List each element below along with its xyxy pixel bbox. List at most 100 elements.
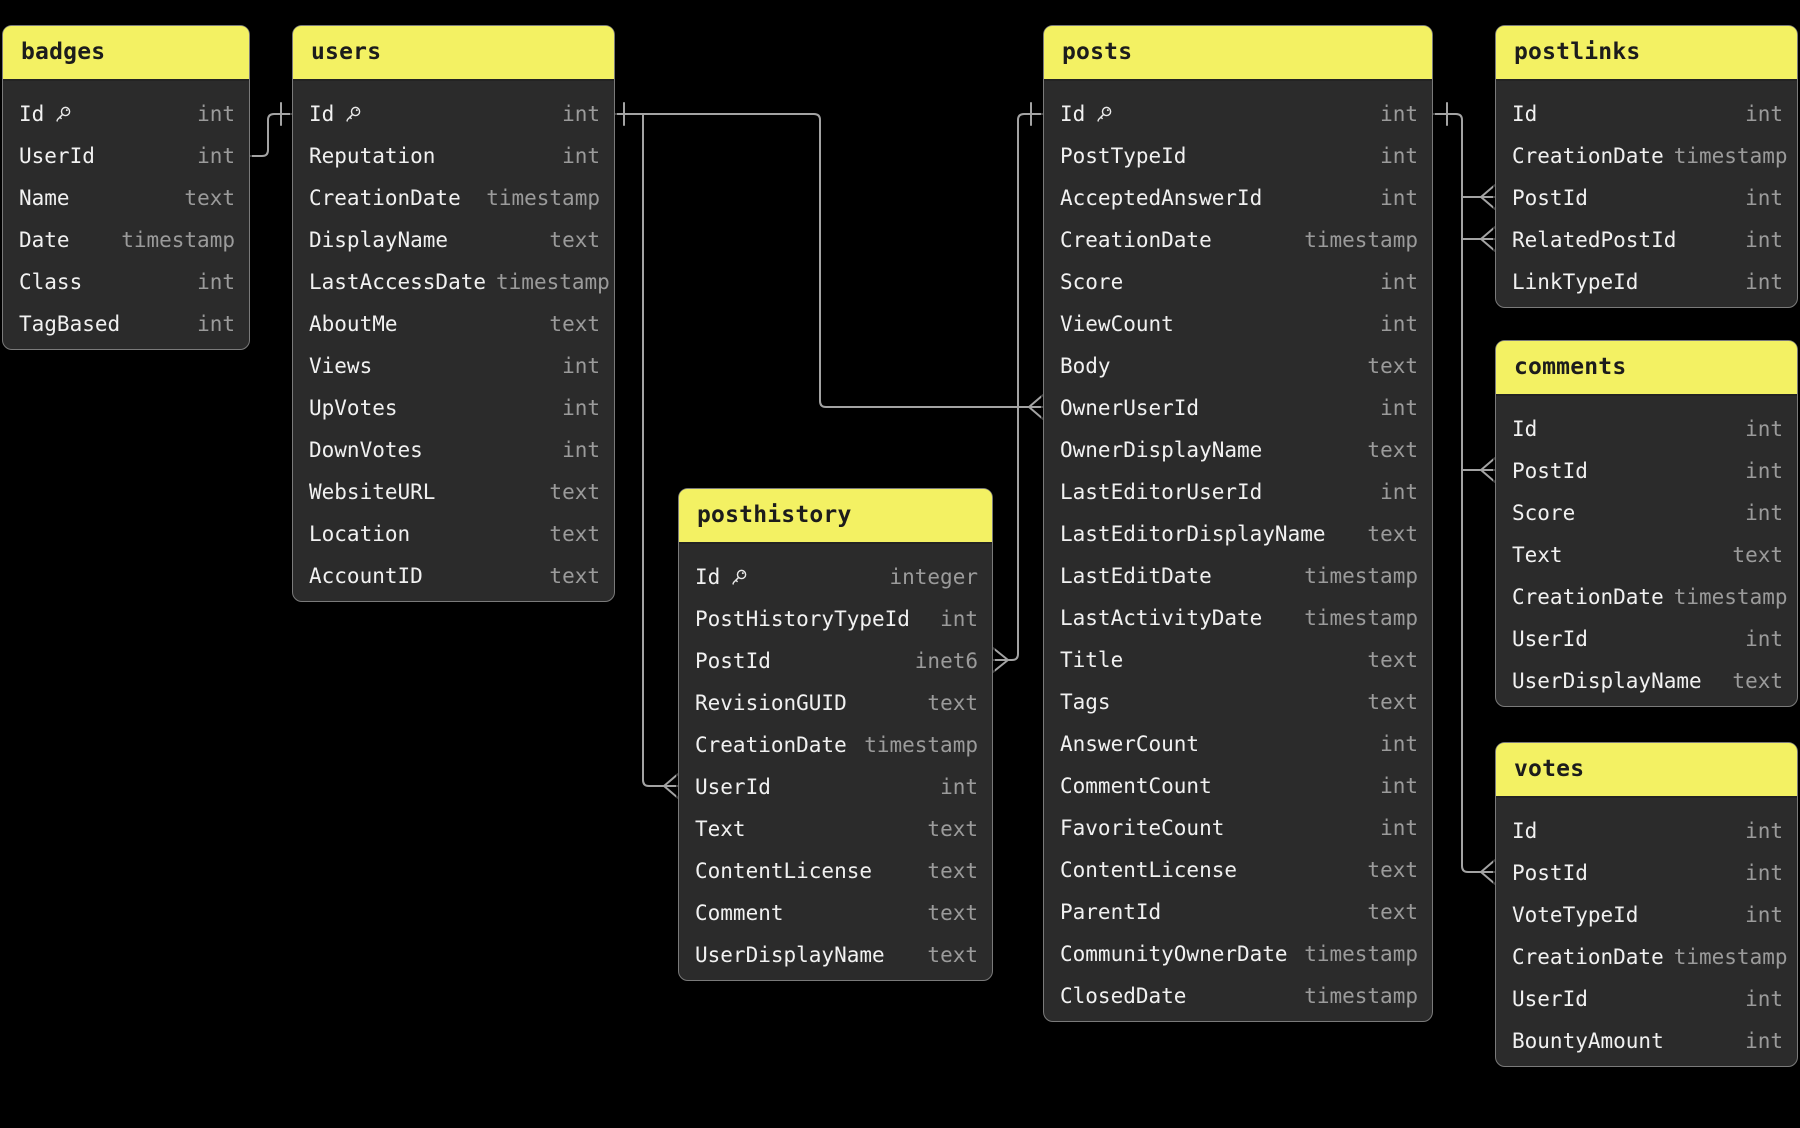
field-type: int [197,270,235,294]
field-row: AboutMe text [293,303,614,345]
field-name: LastActivityDate [1060,606,1263,630]
field-row: LastEditorDisplayName text [1044,513,1432,555]
field-row: VoteTypeId int [1496,894,1797,936]
field-name: WebsiteURL [309,480,436,504]
table-comments[interactable]: comments Id int PostId int Score int Tex… [1495,340,1798,707]
field-row: Id int [1496,810,1797,852]
field-name: OwnerUserId [1060,396,1200,420]
field-name: FavoriteCount [1060,816,1225,840]
field-name: LastAccessDate [309,270,487,294]
relationship-posts-votes [1480,859,1496,885]
field-type: int [1745,270,1783,294]
table-header: posts [1044,26,1432,81]
crow-foot-many [1480,457,1496,483]
field-type: int [1745,627,1783,651]
field-type: text [1367,690,1418,714]
field-row: PostId int [1496,852,1797,894]
field-type: int [1380,102,1418,126]
field-row: OwnerUserId int [1044,387,1432,429]
field-row: WebsiteURL text [293,471,614,513]
field-type: int [1745,228,1783,252]
field-row: UserId int [3,135,249,177]
field-name: UserId [695,775,771,799]
field-row: LinkTypeId int [1496,261,1797,303]
field-type: text [927,859,978,883]
field-list: Id int PostId int Score int Text text [1496,396,1797,706]
table-users[interactable]: users Id int Reputation int CreationDate [292,25,615,602]
field-type: int [940,607,978,631]
field-name: Id [1512,417,1538,441]
relationship-badges-users [249,102,293,157]
field-name: CommunityOwnerDate [1060,942,1288,966]
field-name: PostTypeId [1060,144,1187,168]
field-type: int [562,396,600,420]
field-type: text [1367,900,1418,924]
field-type: int [1745,819,1783,843]
field-row: Reputation int [293,135,614,177]
field-type: int [562,102,600,126]
field-row: Text text [1496,534,1797,576]
field-type: integer [889,565,978,589]
field-name: UpVotes [309,396,398,420]
field-row: CreationDate timestamp [1496,576,1797,618]
field-row: Date timestamp [3,219,249,261]
field-name: Date [19,228,70,252]
field-row: ViewCount int [1044,303,1432,345]
field-type: int [1380,186,1418,210]
field-type: int [197,102,235,126]
field-name: AccountID [309,564,423,588]
field-row: CommunityOwnerDate timestamp [1044,933,1432,975]
field-type: text [1367,648,1418,672]
field-row: CreationDate timestamp [679,724,992,766]
table-header: posthistory [679,489,992,544]
field-type: int [1380,270,1418,294]
table-posts[interactable]: posts Id int PostTypeId int AcceptedAnsw… [1043,25,1433,1022]
crow-foot-many [1028,394,1044,420]
field-type: int [1745,1029,1783,1053]
field-name: Id [1512,102,1538,126]
field-name: CreationDate [1512,945,1664,969]
table-postlinks[interactable]: postlinks Id int CreationDate timestamp … [1495,25,1798,308]
table-posthistory[interactable]: posthistory Id integer PostHistoryTypeId… [678,488,993,981]
field-row: Id int [1496,93,1797,135]
field-name: OwnerDisplayName [1060,438,1263,462]
field-type: text [1367,522,1418,546]
field-type: timestamp [1304,228,1418,252]
field-name: Name [19,186,70,210]
crow-foot-many [1480,859,1496,885]
field-name: PostId [1512,459,1588,483]
field-row: CommentCount int [1044,765,1432,807]
field-list: Id int CreationDate timestamp PostId int… [1496,81,1797,307]
field-type: int [1745,987,1783,1011]
primary-key-icon [1097,106,1112,122]
field-list: Id int PostTypeId int AcceptedAnswerId i… [1044,81,1432,1021]
table-badges[interactable]: badges Id int UserId int Name te [2,25,250,350]
field-type: int [562,144,600,168]
field-type: int [1745,501,1783,525]
field-type: text [549,228,600,252]
field-type: int [1745,102,1783,126]
field-type: text [549,564,600,588]
field-name: TagBased [19,312,121,336]
field-name: LastEditDate [1060,564,1212,588]
field-name: UserDisplayName [695,943,885,967]
field-name: PostId [1512,186,1588,210]
field-type: text [927,901,978,925]
field-row: Score int [1044,261,1432,303]
field-type: int [1745,186,1783,210]
field-name: UserDisplayName [1512,669,1702,693]
field-name: CommentCount [1060,774,1212,798]
field-row: UserDisplayName text [679,934,992,976]
field-name: PostId [695,649,771,673]
field-list: Id int UserId int Name text Date [3,81,249,349]
relationship-posts-right-trunk [1432,102,1482,873]
field-row: CreationDate timestamp [1044,219,1432,261]
field-type: text [927,817,978,841]
field-row: PostId int [1496,450,1797,492]
table-votes[interactable]: votes Id int PostId int VoteTypeId int C… [1495,742,1798,1067]
field-type: int [1380,396,1418,420]
field-row: Score int [1496,492,1797,534]
field-name: ClosedDate [1060,984,1187,1008]
field-row: LastEditorUserId int [1044,471,1432,513]
